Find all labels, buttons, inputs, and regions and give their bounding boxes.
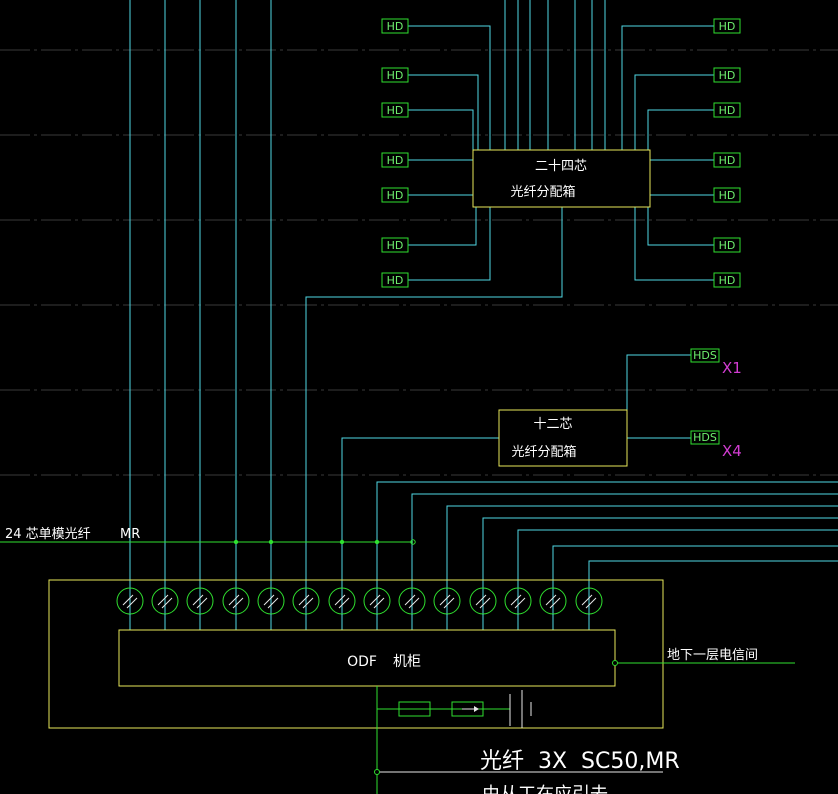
hd-outlet: HD	[381, 102, 409, 118]
odf-port	[539, 587, 567, 630]
hd-left-wiring	[408, 25, 491, 281]
hd-outlet: HD	[381, 67, 409, 83]
hd-outlet: HD	[713, 187, 741, 203]
box24-line2: 光纤分配箱	[510, 184, 575, 200]
svg-text:HD: HD	[387, 274, 404, 287]
odf-port	[116, 587, 144, 630]
hd-right-wiring	[621, 25, 714, 281]
hd-outlet: HD	[713, 67, 741, 83]
right-staircase-lines	[376, 481, 838, 630]
bottom-partial-label: 由从工在应引去	[482, 784, 608, 794]
box24: 二十四芯 光纤分配箱	[472, 149, 651, 208]
svg-text:HD: HD	[719, 274, 736, 287]
backbone-label: 24 芯单模光纤	[5, 527, 91, 542]
svg-text:HDS: HDS	[693, 349, 717, 362]
svg-text:HD: HD	[387, 239, 404, 252]
box12: 十二芯 光纤分配箱	[498, 409, 628, 467]
svg-text:HD: HD	[387, 104, 404, 117]
odf-ports	[116, 587, 603, 630]
odf-port	[469, 587, 497, 630]
svg-text:HD: HD	[387, 69, 404, 82]
odf-box: ODF 机柜	[118, 629, 616, 687]
box12-line2: 光纤分配箱	[511, 444, 576, 460]
odf-port	[575, 587, 603, 630]
odf-port	[363, 587, 391, 630]
hd-labels-right: HD HD HD HD HD HD HD	[713, 18, 741, 288]
svg-text:HD: HD	[719, 69, 736, 82]
vertical-risers	[129, 0, 272, 630]
floor-grid	[0, 49, 838, 476]
odf-port	[151, 587, 179, 630]
hd-outlet: HD	[381, 18, 409, 34]
bottom-trunk: 光纤 3X SC50,MR 由从工在应引去	[374, 686, 680, 794]
odf-label2: 机柜	[393, 654, 421, 670]
svg-text:HD: HD	[387, 154, 404, 167]
hd-outlet: HD	[381, 237, 409, 253]
hd-outlet: HD	[713, 272, 741, 288]
svg-text:HD: HD	[719, 104, 736, 117]
tag-x4: X4	[722, 442, 742, 460]
box12-wiring	[341, 354, 691, 630]
bottom-cable-label: 光纤 3X SC50,MR	[480, 749, 680, 774]
odf-port	[186, 587, 214, 630]
hds-outlet: HDS	[690, 430, 720, 445]
hd-outlet: HD	[713, 102, 741, 118]
odf-label: ODF	[347, 654, 377, 670]
box12-line1: 十二芯	[533, 417, 572, 432]
svg-text:HD: HD	[719, 189, 736, 202]
backbone-cable: 24 芯单模光纤 MR	[0, 527, 416, 545]
box24-downlink	[305, 207, 563, 630]
odf-port	[222, 587, 250, 630]
odf-port	[504, 587, 532, 630]
svg-text:HDS: HDS	[693, 431, 717, 444]
backbone-mr: MR	[120, 527, 140, 542]
cabinet-outline	[48, 579, 664, 729]
svg-text:HD: HD	[387, 189, 404, 202]
hd-outlet: HD	[713, 18, 741, 34]
exit-label: 地下一层电信间	[667, 648, 758, 663]
svg-text:HD: HD	[719, 20, 736, 33]
odf-port	[328, 587, 356, 630]
inline-components	[377, 690, 532, 728]
svg-text:HD: HD	[719, 239, 736, 252]
exit-line: 地下一层电信间	[612, 648, 795, 666]
hd-outlet: HD	[381, 152, 409, 168]
hd-labels-left: HD HD HD HD HD HD HD	[381, 18, 409, 288]
odf-port	[292, 587, 320, 630]
box24-feeders	[504, 0, 606, 150]
hd-outlet: HD	[381, 187, 409, 203]
hds-outlets: HDS HDS X1 X4	[690, 348, 742, 460]
svg-text:HD: HD	[387, 20, 404, 33]
box24-line1: 二十四芯	[535, 159, 587, 174]
hd-outlet: HD	[713, 152, 741, 168]
hds-outlet: HDS	[690, 348, 720, 363]
hd-outlet: HD	[713, 237, 741, 253]
odf-port	[257, 587, 285, 630]
odf-port	[433, 587, 461, 630]
svg-text:HD: HD	[719, 154, 736, 167]
hd-outlet: HD	[381, 272, 409, 288]
tag-x1: X1	[722, 359, 742, 377]
odf-port	[398, 587, 426, 630]
